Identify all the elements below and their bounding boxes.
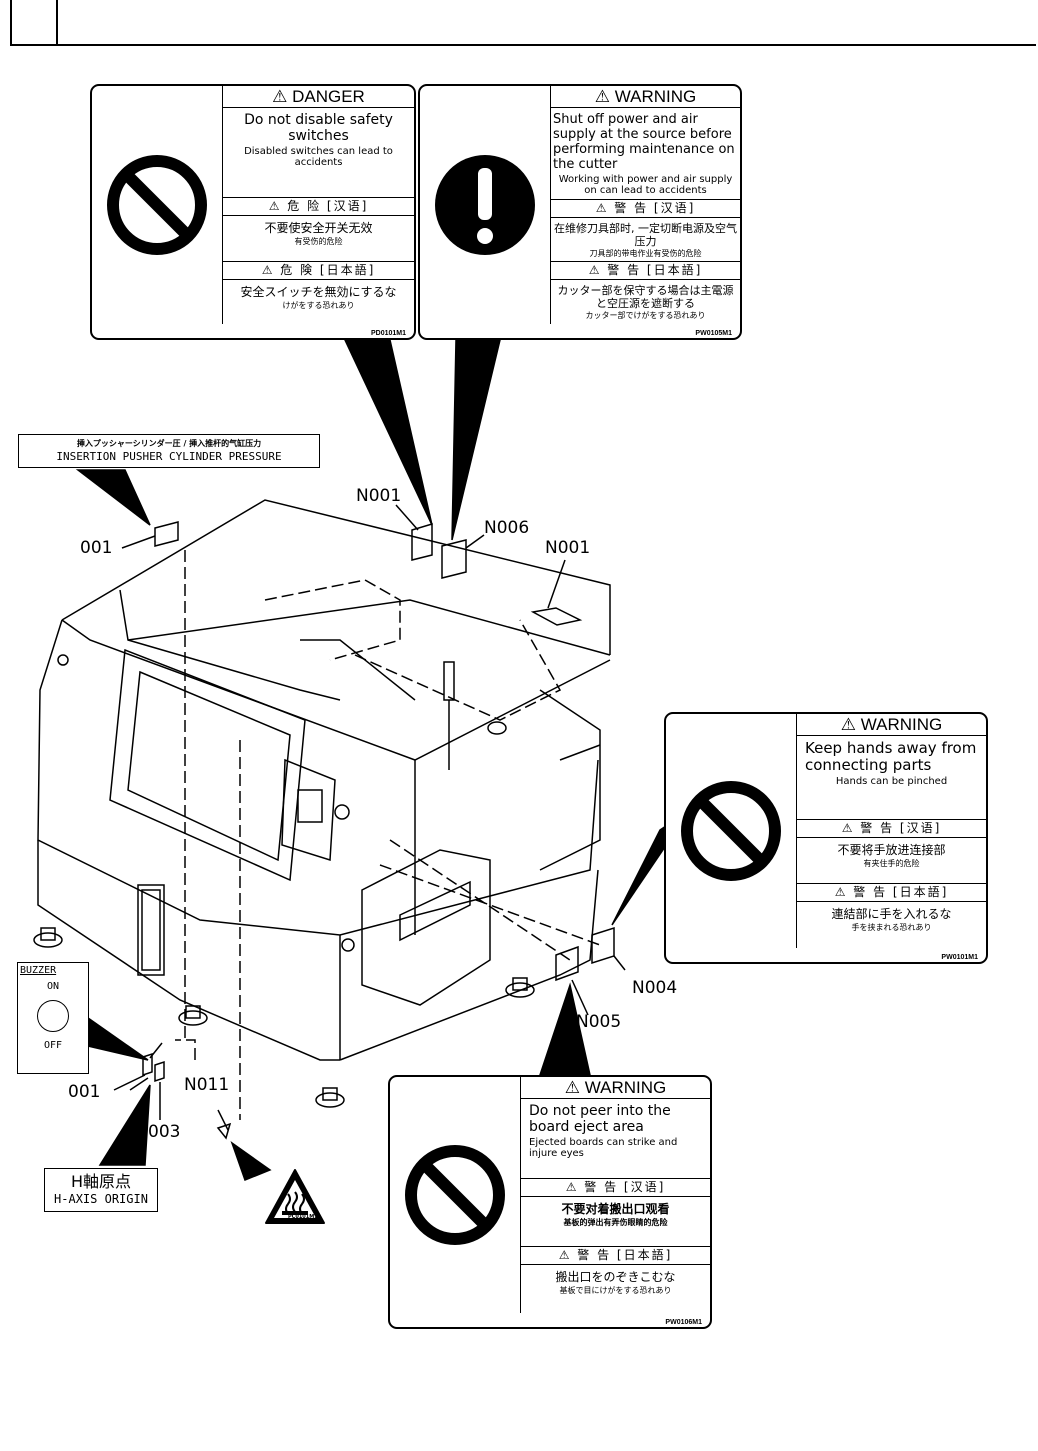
label-jp-sub: 手を挟まれる恐れあり [851, 923, 932, 932]
label-main-text: Do not peer into the board eject area [529, 1103, 671, 1135]
mark-001 [154, 521, 179, 547]
pressure-label-en: INSERTION PUSHER CYLINDER PRESSURE [56, 450, 282, 463]
label-jp-main: カッター部を保守する場合は主電源と空圧源を遮断する [557, 284, 734, 310]
label-jp-main: 搬出口をのぞきこむな [555, 1270, 676, 1284]
label-cn-main: 不要将手放进连接部 [837, 843, 946, 857]
h-axis-origin-label: H軸原点 H-AXIS ORIGIN [44, 1168, 158, 1212]
label-sub-text: Disabled switches can lead to accidents [244, 146, 393, 168]
label-jp-header: ⚠ 警 告 [日本語] [797, 884, 986, 902]
callout-n006: N006 [484, 518, 530, 538]
page-corner-box [10, 0, 58, 46]
buzzer-button-icon [37, 1000, 69, 1032]
callout-001-bottom: 001 [68, 1082, 101, 1102]
mark-n001-b [530, 607, 583, 626]
label-cn-header: ⚠ 警 告 [汉语] [521, 1179, 710, 1197]
callout-003: 003 [148, 1122, 181, 1142]
label-jp-sub: けがをする恐れあり [282, 301, 355, 310]
label-header: ⚠ DANGER [223, 86, 414, 108]
callout-n004: N004 [632, 978, 678, 998]
prohibition-icon [390, 1077, 521, 1313]
callout-001-top: 001 [80, 538, 113, 558]
label-cn-header: ⚠ 警 告 [汉语] [797, 820, 986, 838]
pointer-danger [343, 339, 433, 526]
callout-n001-a: N001 [356, 486, 402, 506]
buzzer-on: ON [46, 981, 60, 992]
label-main-text: Keep hands away from connecting parts [805, 739, 977, 774]
label-code: PW0106M1 [665, 1319, 702, 1326]
label-jp-header: ⚠ 危 険 [日本語] [223, 262, 414, 280]
pointer-buzzer [87, 1016, 149, 1061]
label-header: ⚠ WARNING [551, 86, 740, 108]
origin-en: H-AXIS ORIGIN [54, 1192, 148, 1206]
mark-003 [154, 1060, 165, 1083]
label-cn-sub: 有夹住手的危险 [863, 859, 920, 868]
buzzer-label: BUZZER ON OFF [17, 962, 89, 1074]
mark-n006 [441, 539, 467, 579]
label-jp-header: ⚠ 警 告 [日本語] [521, 1247, 710, 1265]
label-sub-text: Ejected boards can strike and injure eye… [529, 1137, 678, 1159]
label-cn-header: ⚠ 危 险 [汉语] [223, 198, 414, 216]
label-jp-header: ⚠ 警 告 [日本語] [551, 262, 740, 280]
callout-n005: N005 [576, 1012, 622, 1032]
label-warning-cutter: ⚠ WARNING Shut off power and air supply … [418, 84, 742, 340]
label-jp-sub: カッター部でけがをする恐れあり [585, 311, 706, 320]
buzzer-off: OFF [43, 1040, 63, 1051]
label-sub-text: Working with power and air supply on can… [558, 174, 733, 196]
label-cn-main: 不要对着搬出口观看 [561, 1202, 670, 1216]
label-main-text: Shut off power and air supply at the sou… [553, 112, 735, 172]
label-main-text: Do not disable safety switches [244, 112, 393, 144]
label-code: PW0101M1 [941, 954, 978, 961]
label-cn-sub: 有受伤的危险 [294, 237, 343, 246]
label-cn-main: 在维修刀具部时, 一定切断电源及空气压力 [554, 222, 737, 248]
mark-n001 [411, 522, 433, 561]
pointer-pressure [75, 469, 151, 526]
pointer-origin [98, 1084, 151, 1166]
buzzer-title: BUZZER [20, 965, 57, 976]
mark-001-buzzer [142, 1052, 153, 1077]
mark-n005 [555, 945, 579, 982]
prohibition-icon [92, 86, 223, 324]
label-cn-main: 不要使安全开关无效 [264, 221, 373, 235]
label-cn-sub: 刀具部的带电作业有受伤的危险 [589, 249, 702, 258]
label-jp-main: 安全スイッチを無効にするな [240, 285, 397, 299]
header-rule [58, 44, 1036, 46]
pointer-heat [230, 1141, 272, 1181]
label-header: ⚠ WARNING [797, 714, 986, 736]
mark-n004 [591, 926, 615, 965]
label-header: ⚠ WARNING [521, 1077, 710, 1099]
origin-jp: H軸原点 [70, 1172, 132, 1191]
label-jp-sub: 基板で目にけがをする恐れあり [559, 1286, 672, 1295]
callout-n001-b: N001 [545, 538, 591, 558]
label-code: PD0101M1 [370, 330, 406, 337]
label-cn-sub: 基板的弹出有弄伤眼睛的危险 [563, 1218, 668, 1227]
label-warning-hands: ⚠ WARNING Keep hands away from connectin… [664, 712, 988, 964]
pressure-label-jp: 挿入プッシャーシリンダー圧 / 挿入推杆的气缸压力 [76, 439, 262, 448]
hot-surface-code: PC0101M1 [288, 1214, 318, 1220]
callout-n011: N011 [184, 1075, 230, 1095]
hot-surface-warning-icon [265, 1169, 325, 1224]
mandatory-exclamation-icon [420, 86, 551, 324]
pointer-warning-cutter [451, 339, 501, 541]
label-danger-safety-switches: ⚠ DANGER Do not disable safety switches … [90, 84, 416, 340]
label-cn-header: ⚠ 警 告 [汉语] [551, 200, 740, 218]
pressure-label: 挿入プッシャーシリンダー圧 / 挿入推杆的气缸压力 INSERTION PUSH… [18, 434, 320, 468]
prohibition-icon [666, 714, 797, 948]
label-sub-text: Hands can be pinched [835, 776, 948, 787]
label-code: PW0105M1 [695, 330, 732, 337]
label-jp-main: 連結部に手を入れるな [831, 907, 952, 921]
label-warning-eject: ⚠ WARNING Do not peer into the board eje… [388, 1075, 712, 1329]
